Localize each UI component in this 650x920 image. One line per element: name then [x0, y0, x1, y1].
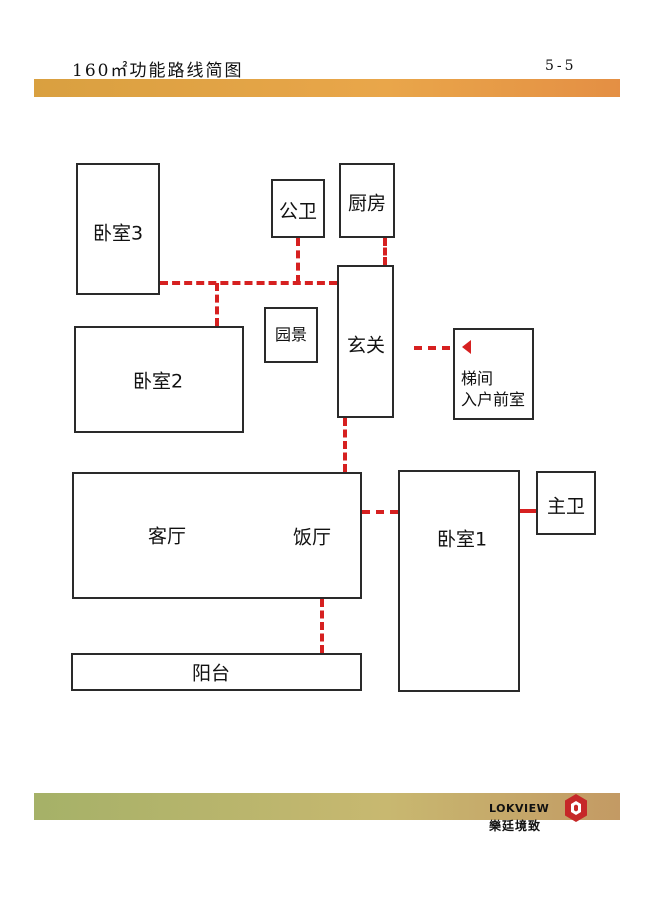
label-bedroom-2: 卧室2: [132, 370, 184, 393]
path-dining-to-balcony: [320, 599, 324, 653]
label-balcony: 阳台: [191, 662, 231, 685]
room-master-bath: [536, 471, 596, 535]
room-bedroom-3: [76, 163, 160, 295]
label-bedroom-1: 卧室1: [436, 528, 488, 551]
path-to-public-bath: [296, 238, 300, 283]
path-bedroom3-to-foyer: [160, 281, 337, 285]
room-garden: [264, 307, 318, 363]
room-balcony: [71, 653, 362, 691]
page-title: 160㎡功能路线简图: [72, 61, 244, 81]
room-bedroom-2: [74, 326, 244, 433]
room-public-bath: [271, 179, 325, 238]
label-elevator-lobby-line1: 梯间: [461, 369, 494, 388]
label-garden: 园景: [274, 325, 308, 344]
page-number: 5-5: [545, 58, 577, 74]
lokview-logo: LOKVIEW 樂廷境致: [489, 793, 589, 833]
room-foyer: [337, 265, 394, 418]
path-to-bedroom2: [215, 283, 219, 326]
logo-mark-icon: [565, 794, 587, 822]
label-public-bath: 公卫: [278, 200, 318, 223]
footer-bar: [34, 793, 620, 820]
label-bedroom-3: 卧室3: [92, 222, 144, 245]
path-bedroom1-to-master-bath: [520, 509, 536, 513]
path-foyer-to-elevator-lobby: [414, 346, 450, 350]
label-dining-room: 饭厅: [292, 526, 332, 549]
path-dining-to-bedroom1: [362, 510, 398, 514]
room-kitchen: [339, 163, 395, 238]
logo-name-cn: 樂廷境致: [489, 819, 542, 833]
room-living-dining: [72, 472, 362, 599]
path-to-kitchen: [383, 238, 387, 265]
label-kitchen: 厨房: [347, 192, 387, 215]
entrance-arrow-icon: [462, 340, 471, 354]
room-bedroom-1: [398, 470, 520, 692]
label-elevator-lobby-line2: 入户前室: [461, 390, 526, 409]
label-master-bath: 主卫: [546, 495, 586, 518]
logo-name-en: LOKVIEW: [489, 802, 550, 815]
label-living-room: 客厅: [147, 525, 187, 548]
path-foyer-to-dining: [343, 418, 347, 472]
label-foyer: 玄关: [346, 334, 386, 357]
header-bar: [34, 79, 620, 97]
